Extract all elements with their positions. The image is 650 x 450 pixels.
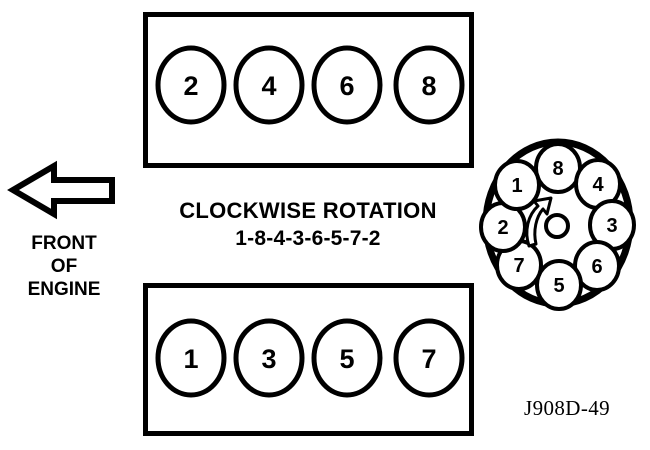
distributor-terminal-label-4: 4 bbox=[592, 174, 604, 196]
distributor-terminal-label-8: 8 bbox=[552, 158, 563, 180]
bottom-cylinder-bank: 1 3 5 7 bbox=[143, 283, 474, 436]
distributor-terminal-label-2: 2 bbox=[497, 217, 508, 239]
top-cylinder-circle-1 bbox=[155, 45, 227, 125]
distributor-terminal-label-1: 1 bbox=[511, 175, 522, 197]
top-cylinder-label-3: 6 bbox=[339, 71, 354, 101]
bottom-cylinder-circle-4 bbox=[393, 318, 465, 398]
front-of-engine-arrow bbox=[7, 160, 115, 220]
distributor-terminal-label-5: 5 bbox=[553, 275, 564, 297]
top-cylinder-label-1: 2 bbox=[183, 71, 198, 101]
bottom-cylinder-label-1: 1 bbox=[183, 344, 198, 374]
front-of-engine-line-3: ENGINE bbox=[27, 279, 101, 300]
distributor-terminal-circle-5 bbox=[535, 259, 583, 311]
bottom-cylinder-circle-1 bbox=[155, 318, 227, 398]
top-cylinder-circle-4 bbox=[393, 45, 465, 125]
distributor-terminal-label-7: 7 bbox=[513, 255, 524, 277]
front-of-engine-line-1: FRONT bbox=[31, 233, 97, 254]
distributor-cap: 8 4 3 6 5 7 2 1 bbox=[479, 138, 636, 311]
distributor-terminal-label-6: 6 bbox=[591, 256, 602, 278]
firing-order-label: 1-8-4-3-6-5-7-2 bbox=[235, 227, 381, 250]
bottom-cylinder-label-2: 3 bbox=[261, 344, 276, 374]
front-of-engine-line-2: OF bbox=[50, 256, 78, 277]
clockwise-rotation-arrow-icon bbox=[525, 196, 553, 248]
bottom-cylinder-circle-2 bbox=[233, 318, 305, 398]
top-cylinder-label-4: 8 bbox=[421, 71, 436, 101]
top-cylinder-circle-3 bbox=[311, 45, 383, 125]
rotor-shaft-circle bbox=[544, 213, 570, 239]
distributor-terminal-label-3: 3 bbox=[606, 215, 617, 237]
bottom-cylinder-label-3: 5 bbox=[339, 344, 354, 374]
top-cylinder-circle-2 bbox=[233, 45, 305, 125]
bottom-cylinder-label-4: 7 bbox=[421, 344, 436, 374]
bottom-cylinder-circle-3 bbox=[311, 318, 383, 398]
top-cylinder-label-2: 4 bbox=[261, 71, 276, 101]
distributor-terminal-circle-1 bbox=[493, 159, 541, 211]
front-of-engine-label: FRONT OF ENGINE bbox=[0, 232, 128, 301]
left-arrow-icon bbox=[7, 160, 115, 220]
rotation-direction-label: CLOCKWISE ROTATION bbox=[179, 198, 437, 223]
reference-code: J908D-49 bbox=[524, 396, 611, 420]
top-cylinder-bank: 2 4 6 8 bbox=[143, 12, 474, 168]
